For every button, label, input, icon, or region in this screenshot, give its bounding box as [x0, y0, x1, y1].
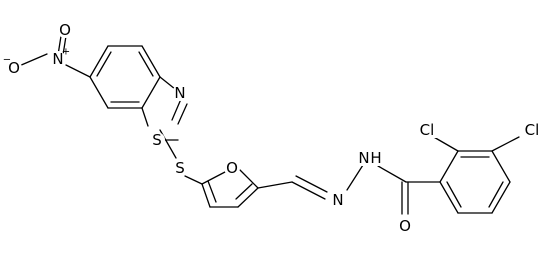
bond-bz-1 [89, 45, 109, 78]
atom-n-thiazole: N [174, 84, 185, 102]
atom-s-thiazole: S [152, 131, 162, 149]
bond-n-o-nitro-2 [62, 35, 67, 56]
bond-n-n [346, 164, 364, 191]
bond-c-cl-ortho [431, 135, 459, 152]
atom-o-nitro-2: O [59, 21, 71, 39]
bond-bz-3 [141, 45, 161, 78]
bond-bz-6 [89, 76, 109, 109]
bond-ph-4-inner [488, 181, 504, 208]
atom-n-imine: N [332, 191, 343, 209]
atom-labels: O − N + O N S S O N N H O Cl Cl [3, 21, 543, 235]
bond-ch-n [291, 181, 326, 200]
atom-cl-ortho: Cl [420, 121, 435, 139]
bond-c-cl-para [491, 136, 520, 152]
atom-h-hydrazide: H [370, 149, 381, 167]
atom-o-carbonyl: O [399, 217, 411, 235]
bond-nh-co [377, 165, 407, 183]
bond-n-ring [65, 64, 91, 78]
bond-bz-4 [141, 76, 161, 109]
bond-c7a-s [141, 107, 149, 127]
bond-ph-1 [439, 150, 459, 183]
bond-furan-1 [201, 183, 211, 208]
bond-ph-6-inner [446, 181, 462, 208]
bond-ph-4 [491, 181, 511, 214]
bond-furan-3-inner [235, 183, 253, 200]
bond-ph-3 [491, 150, 511, 183]
atom-o-furan: O [226, 159, 238, 177]
bond-ph-6 [439, 181, 459, 214]
atom-cl-para: Cl [525, 121, 540, 139]
bond-furan-3 [237, 187, 259, 208]
bond-ch-n-inner [295, 175, 328, 193]
bond-n-c2 [171, 98, 182, 121]
bond-furan-4 [239, 169, 259, 189]
bond-furan-5 [201, 171, 226, 185]
charge-plus: + [62, 47, 70, 58]
bond-furan-1-inner [207, 180, 217, 203]
atom-n-hydrazide: N [358, 149, 369, 167]
charge-minus: − [3, 55, 11, 66]
bond-bz-3-inner [138, 51, 154, 77]
atom-n-nitro: N [52, 50, 63, 68]
bond-o-n-nitro [18, 53, 48, 67]
bond-furan-ch [257, 181, 293, 189]
bond-c3a-n [159, 76, 176, 90]
bond-s-furan [184, 175, 203, 185]
atom-s-thioether: S [175, 159, 185, 177]
bond-n-c2-inner [177, 103, 188, 125]
atom-o-nitro: O [8, 59, 20, 77]
bonds [18, 35, 520, 215]
bond-bz-1-inner [96, 51, 112, 77]
